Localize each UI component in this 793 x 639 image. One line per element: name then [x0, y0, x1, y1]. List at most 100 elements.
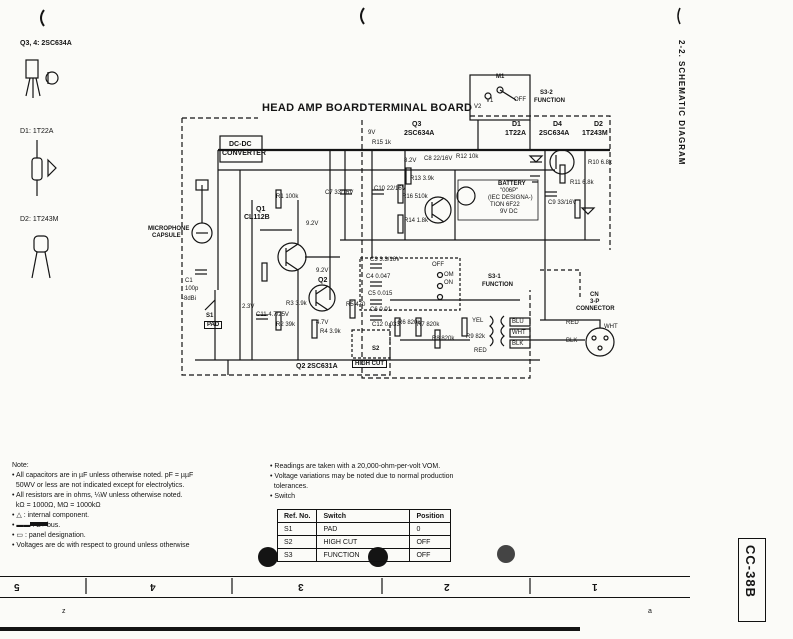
- voltage-6: 9V: [368, 130, 376, 136]
- battery-label-2: "006P": [500, 188, 519, 194]
- voltage-5: 8.2V: [404, 158, 417, 164]
- note-line: • Voltages are dc with respect to ground…: [12, 542, 190, 549]
- r11-label: R11 6.8k: [570, 180, 594, 186]
- r3-label: R3 3.9k: [286, 301, 307, 307]
- c8-label: C8 22/16V: [424, 156, 453, 162]
- notes-block: Note: • All capacitors are in µF unless …: [12, 461, 262, 551]
- r16-label: R16 510k: [402, 194, 428, 200]
- page-code-box: CC-38B: [738, 538, 766, 622]
- head-amp-board-label: HEAD AMP BOARD: [262, 102, 368, 114]
- d1-label: D1: [512, 121, 521, 128]
- sw-pos-v2: V2: [474, 104, 482, 110]
- cell: 0: [409, 522, 452, 536]
- c5-label: C5 0.015: [368, 291, 393, 297]
- cell: OFF: [409, 535, 452, 549]
- wire-wht-2: WHT: [604, 324, 618, 330]
- wire-red: RED: [566, 320, 579, 326]
- col-switch: Switch: [316, 509, 411, 523]
- r1-label: R1 100k: [276, 194, 299, 200]
- section-title: 2-2. SCHEMATIC DIAGRAM: [677, 40, 686, 166]
- s31-func: FUNCTION: [482, 282, 513, 288]
- note-line: • ▭ : panel designation.: [12, 532, 86, 539]
- switch-table: Ref. No. Switch Position S1 PAD 0 S2 HIG…: [276, 509, 452, 562]
- ruler-4: 4: [150, 581, 156, 592]
- ruler-2: 2: [444, 581, 450, 592]
- mic-label-2: CAPSULE: [152, 233, 181, 239]
- c10-label: C10 22/16V: [374, 186, 406, 192]
- s2-label: S2: [372, 346, 380, 352]
- grid-ruler: [0, 576, 690, 598]
- q1-label: Q1: [256, 206, 266, 213]
- r4-label: R4 3.9k: [320, 329, 341, 335]
- note-line: • All resistors are in ohms, ¼W unless o…: [12, 492, 183, 499]
- c11-label: C11 4.7/25V: [256, 312, 289, 318]
- q1-part: CL112B: [244, 214, 270, 221]
- cell: S2: [276, 535, 318, 549]
- wire-blk: BLK: [512, 341, 524, 347]
- r2-label: R2 39k: [276, 322, 296, 328]
- dcdc-label-2: CONVERTER: [222, 150, 266, 157]
- voltage-2: 9.2V: [316, 268, 329, 274]
- db-label: -8dBi: [182, 296, 197, 302]
- q3-part: 2SC634A: [404, 130, 435, 137]
- q4-part: 2SC634A: [539, 130, 570, 137]
- switch-table-header: Ref. No. Switch Position: [276, 509, 452, 523]
- q2-label: Q2: [318, 277, 328, 284]
- voltage-4: 4.7V: [316, 320, 329, 326]
- voltage-1: 9.2V: [306, 221, 319, 227]
- mic-label-1: MICROPHONE: [148, 226, 190, 232]
- page-code: CC-38B: [743, 545, 758, 598]
- r6-label: R6 820k: [398, 320, 421, 326]
- ruler-5: 5: [14, 581, 20, 592]
- diode-label-d2: D2: 1T243M: [20, 216, 59, 223]
- corner-mark-a: a: [648, 608, 652, 615]
- readings-line: • Readings are taken with a 20,000-ohm-p…: [270, 463, 441, 470]
- ruler-1: 1: [592, 581, 598, 592]
- cell: S1: [276, 522, 318, 536]
- r10-label: R10 6.8k: [588, 160, 613, 166]
- r15-label: R15 1k: [372, 140, 392, 146]
- s1-label: S1: [206, 313, 214, 319]
- sw-pos-on: ON: [444, 280, 453, 286]
- note-line: kΩ = 1000Ω, MΩ = 1000kΩ: [15, 502, 101, 509]
- sw-pos-om: OM: [444, 272, 454, 278]
- battery-label-3: (IEC DESIGNA-): [488, 195, 533, 201]
- cell: OFF: [409, 548, 452, 562]
- r12-label: R12 10k: [456, 154, 479, 160]
- d2-part: 1T243M: [582, 130, 608, 137]
- cn-label-1: CN: [590, 292, 599, 298]
- c7-label: C7 33/16V: [325, 190, 354, 196]
- col-ref: Ref. No.: [276, 509, 318, 523]
- table-row: S1 PAD 0: [276, 522, 452, 536]
- voltage-3: 2.3V: [242, 304, 255, 310]
- s31-label: S3-1: [488, 274, 501, 280]
- cn-label-3: CONNECTOR: [576, 306, 615, 312]
- sw-pos-off: OFF: [514, 97, 526, 103]
- r14-label: R14 1.8k: [404, 218, 429, 224]
- q2-bottom-label: Q2 2SC631A: [296, 363, 338, 370]
- cell: PAD: [316, 522, 411, 536]
- note-line: • All capacitors are in µF unless otherw…: [12, 472, 194, 479]
- terminal-board-label: TERMINAL BOARD: [368, 102, 473, 114]
- readings-line: • Switch: [270, 493, 296, 500]
- q3-label: Q3: [412, 121, 422, 128]
- c12-label: C12 0.033: [372, 322, 400, 328]
- battery-label-5: 9V DC: [500, 209, 518, 215]
- corner-mark-z: z: [62, 608, 66, 615]
- cn-label-2: 3-P: [590, 299, 600, 305]
- note-line: • ▬▬ : B+ bus.: [12, 522, 61, 529]
- r7-label: R7 820k: [417, 322, 440, 328]
- diode-label-d1: D1: 1T22A: [20, 128, 54, 135]
- c9-label: C9 33/16V: [548, 200, 577, 206]
- d1-part: 1T22A: [505, 130, 527, 137]
- c6-label: C6 0.01: [370, 307, 392, 313]
- wire-yel: YEL: [472, 318, 484, 324]
- readings-line: tolerances.: [273, 483, 309, 490]
- c4-label: C4 0.047: [366, 274, 391, 280]
- dcdc-label-1: DC-DC: [229, 141, 252, 148]
- sw-pos-off-2: OFF: [432, 262, 444, 268]
- s1-panel: PAD: [204, 321, 223, 329]
- note-line: 50WV or less are not indicated except fo…: [15, 482, 185, 489]
- q4-label: D4: [553, 121, 562, 128]
- r9-label: R9 82k: [466, 334, 486, 340]
